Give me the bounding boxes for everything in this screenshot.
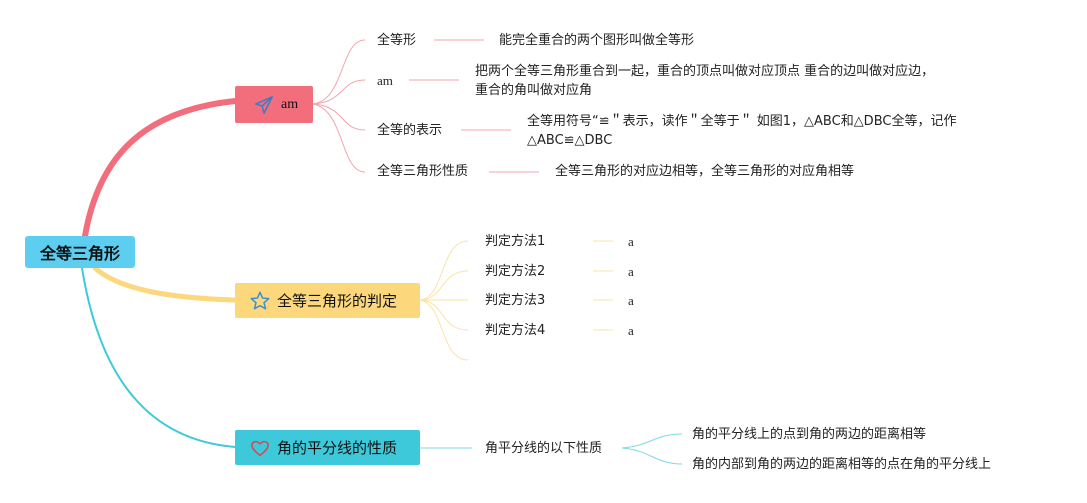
branch-1-item-3-desc-line1: 全等用符号“≌＂表示，读作＂全等于＂ 如图1，△ABC和△DBC全等，记作 [527,114,957,129]
branch-2-item-2-desc: a [628,264,634,279]
branch-2-label: 全等三角形的判定 [277,292,398,310]
paper-plane-icon [253,94,275,116]
connector-root-branch2 [92,265,238,303]
root-node[interactable]: 全等三角形 [25,236,135,268]
branch-3-item-1-sub-2: 角的内部到角的两边的距离相等的点在角的平分线上 [692,457,992,472]
star-icon [249,290,271,312]
connector-root-branch1 [82,98,238,239]
branch-3-label: 角的平分线的性质 [277,439,398,457]
branch-2-item-4-label[interactable]: 判定方法4 [485,323,546,338]
branch-1-item-1-desc: 能完全重合的两个图形叫做全等形 [499,33,695,48]
branch-1-item-2-label[interactable]: am [377,73,393,88]
branch-1-item-4-desc: 全等三角形的对应边相等，全等三角形的对应角相等 [555,164,855,179]
branch-1-item-3-label[interactable]: 全等的表示 [377,123,443,138]
branch-node-1[interactable]: am [235,86,313,123]
root-label: 全等三角形 [39,244,120,263]
branch-3-item-1-sub-1: 角的平分线上的点到角的两边的距离相等 [692,427,927,442]
branch-2-item-1-label[interactable]: 判定方法1 [485,234,546,249]
branch-node-3[interactable]: 角的平分线的性质 [235,430,420,465]
branch-1-item-3-desc-line2: △ABC≌△DBC [527,133,613,148]
branch-1-item-2-desc-line1: 把两个全等三角形重合到一起，重合的顶点叫做对应顶点 重合的边叫做对应边， [475,64,935,79]
branch-1-label: am [281,96,299,112]
branch-1-item-1-label[interactable]: 全等形 [377,33,417,48]
branch-1-item-4-label[interactable]: 全等三角形性质 [377,164,469,179]
branch-2-item-1-desc: a [628,234,634,249]
branch-2-item-4-desc: a [628,323,634,338]
heart-icon [249,437,271,459]
branch-3-item-1-label[interactable]: 角平分线的以下性质 [485,441,603,456]
connector-root-branch3 [81,267,236,448]
branch-1-item-2-desc-line2: 重合的角叫做对应角 [475,83,593,98]
branch-2-item-2-label[interactable]: 判定方法2 [485,264,546,279]
branch-2-item-3-label[interactable]: 判定方法3 [485,293,546,308]
branch-2-item-3-desc: a [628,293,634,308]
branch-node-2[interactable]: 全等三角形的判定 [235,283,420,318]
